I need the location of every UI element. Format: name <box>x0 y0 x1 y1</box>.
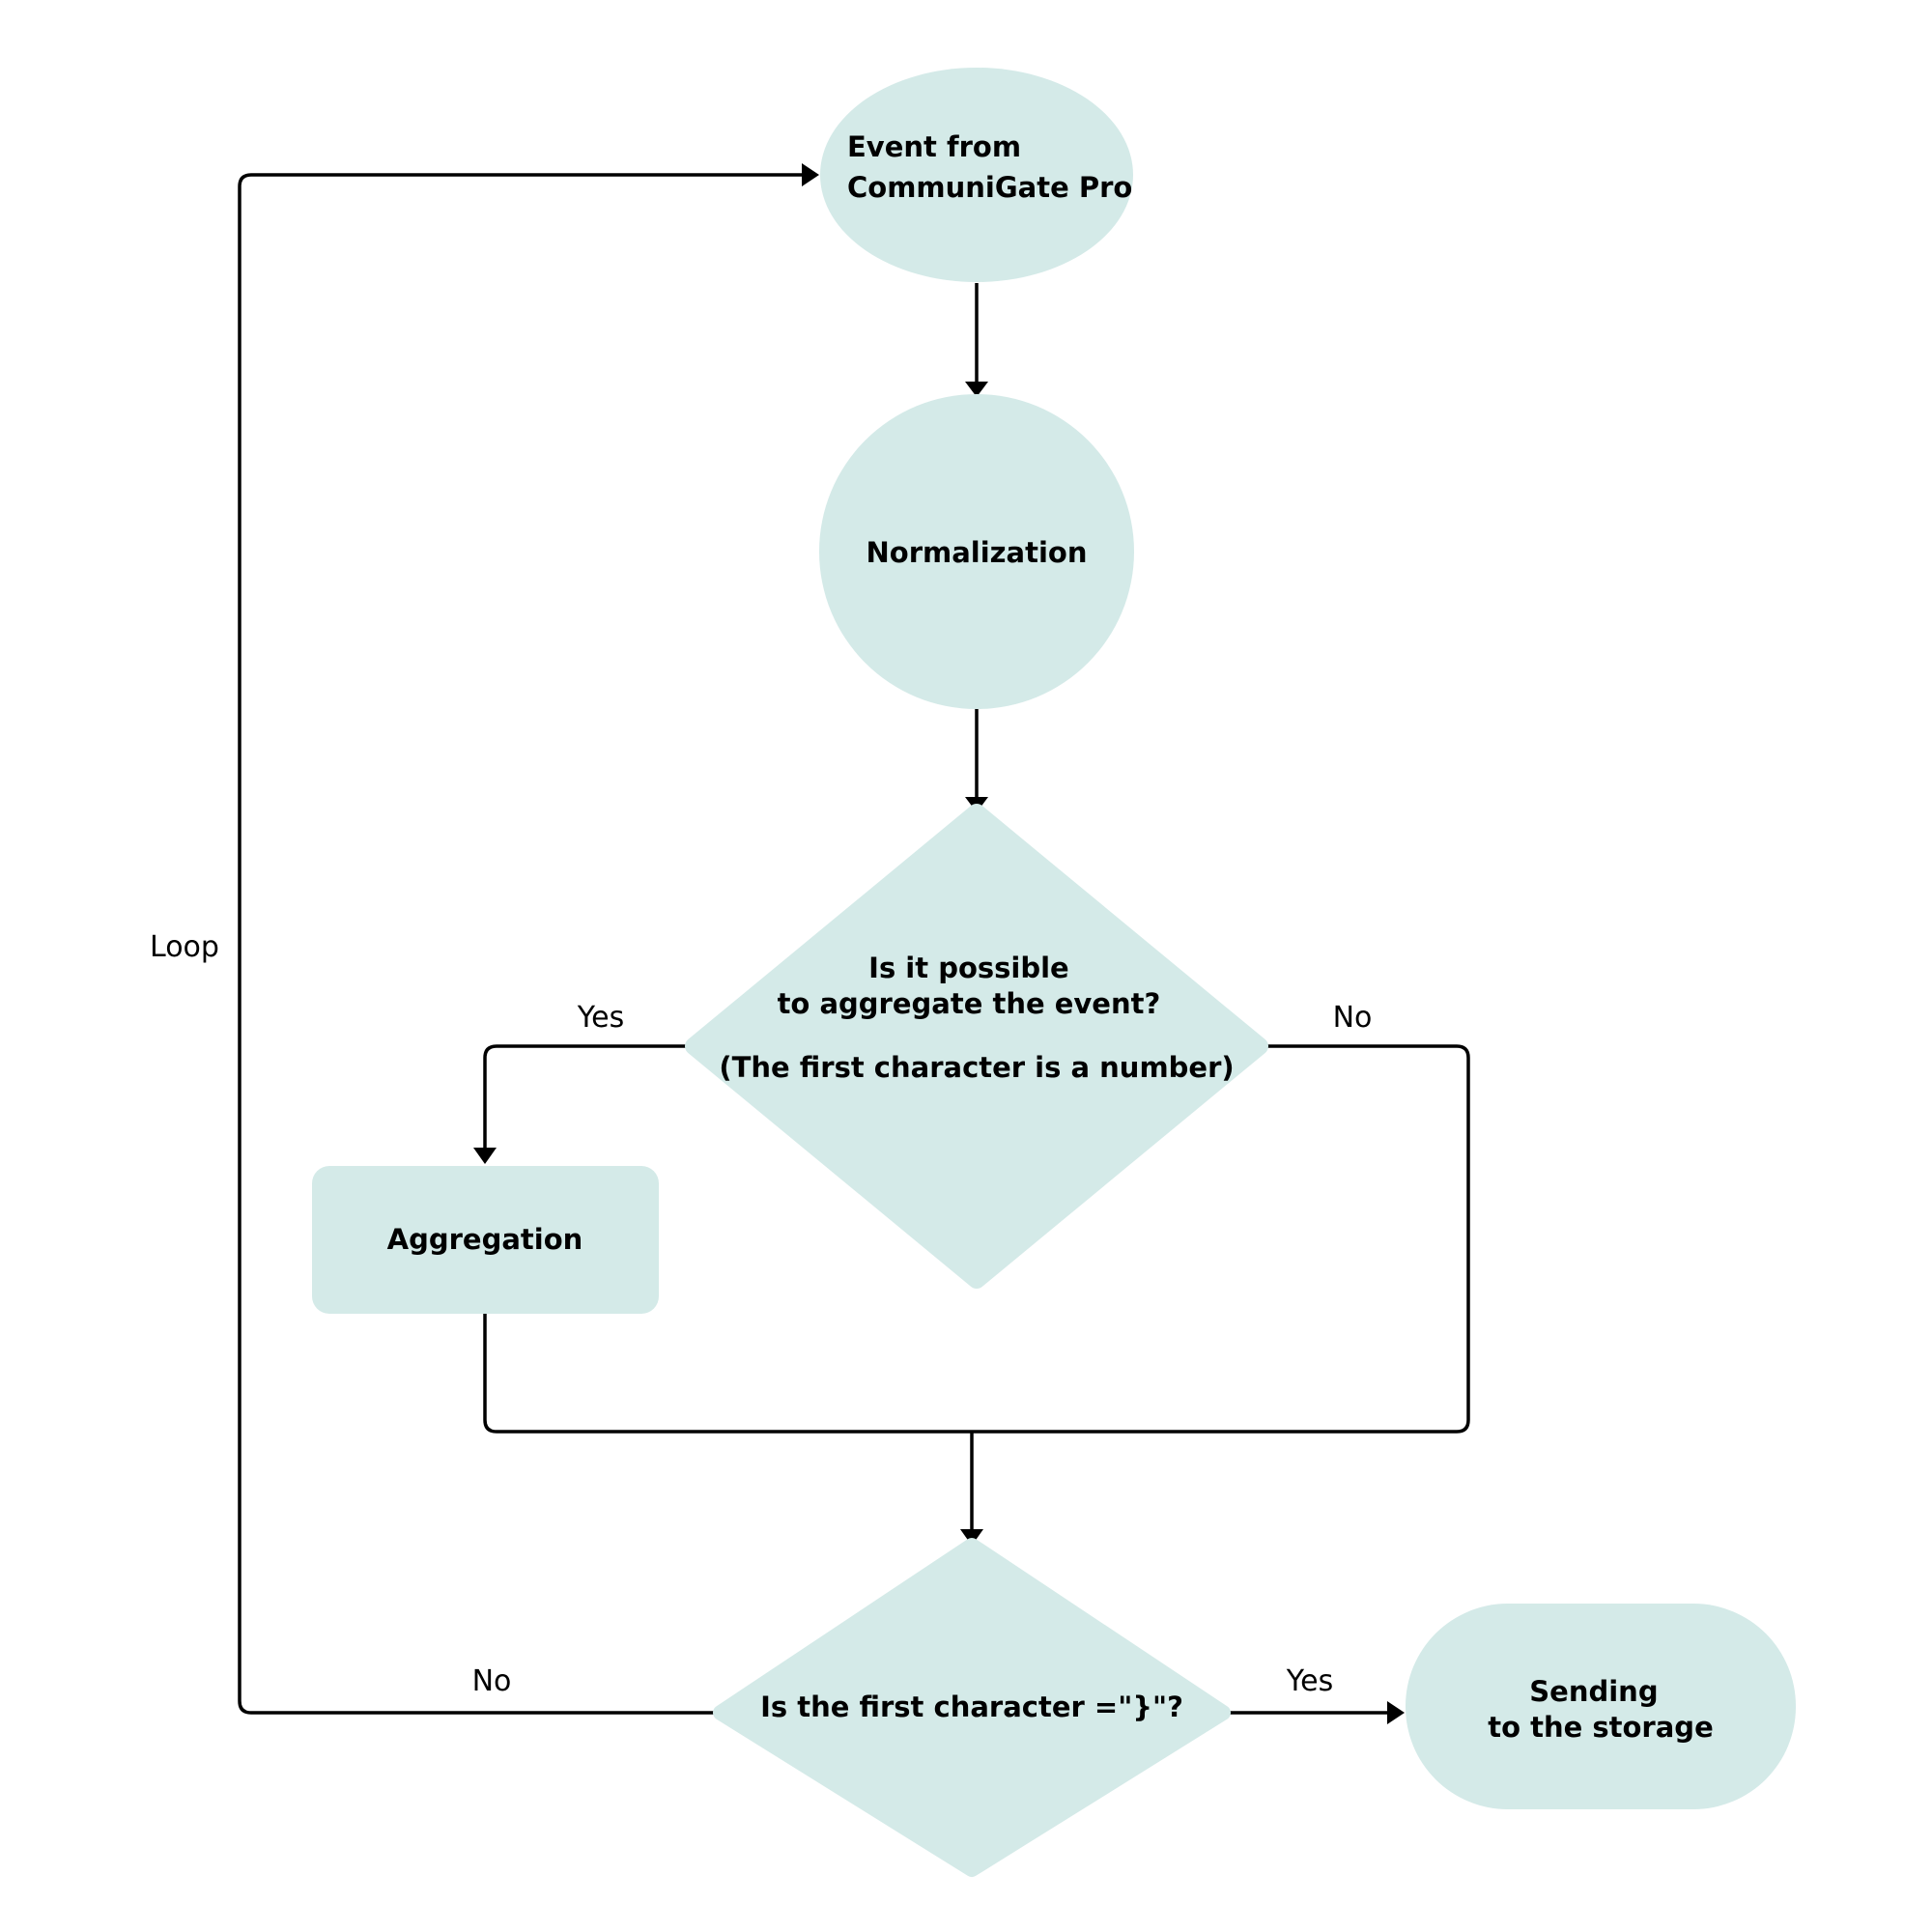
arrowhead-sending <box>1387 1701 1405 1724</box>
sending-node <box>1406 1604 1796 1809</box>
event-label-line-2: CommuniGate Pro <box>847 171 1132 204</box>
event-node <box>820 68 1133 282</box>
decision-brace-label: Is the first character ="}"? <box>760 1690 1183 1723</box>
arrowhead-aggregation <box>473 1148 497 1164</box>
decision-brace-node <box>713 1538 1231 1877</box>
decision-aggregate-node <box>685 804 1268 1289</box>
sending-label-line-1: Sending <box>1529 1675 1658 1708</box>
arrowhead-decision-brace <box>960 1529 983 1546</box>
arrowhead-normalization <box>965 382 988 397</box>
yes-brace-label: Yes <box>1286 1664 1333 1698</box>
decision-aggregate-line-3: (The first character is a number) <box>719 1051 1234 1084</box>
decision-aggregate-line-1: Is it possible <box>868 952 1069 984</box>
decision-aggregate-label: Is it possible to aggregate the event? (… <box>719 952 1234 1084</box>
sending-label-line-2: to the storage <box>1488 1711 1714 1744</box>
decision-aggregate-line-2: to aggregate the event? <box>778 987 1161 1020</box>
event-label: Event from CommuniGate Pro <box>847 130 1132 204</box>
event-label-line-1: Event from <box>847 130 1021 163</box>
normalization-node <box>819 394 1134 709</box>
edge-loop-back <box>238 173 804 1715</box>
yes-aggregate-label: Yes <box>577 1001 624 1035</box>
loop-label: Loop <box>150 930 219 964</box>
aggregation-node <box>312 1166 659 1314</box>
arrowhead-event <box>802 163 819 186</box>
aggregation-label: Aggregation <box>387 1223 583 1256</box>
sending-label: Sending to the storage <box>1488 1675 1714 1744</box>
no-brace-label: No <box>472 1664 512 1698</box>
edge-no-to-merge <box>483 1044 1470 1434</box>
no-aggregate-label: No <box>1333 1001 1373 1035</box>
edge-yes-to-aggregation <box>483 1044 696 1150</box>
normalization-label: Normalization <box>867 536 1088 569</box>
